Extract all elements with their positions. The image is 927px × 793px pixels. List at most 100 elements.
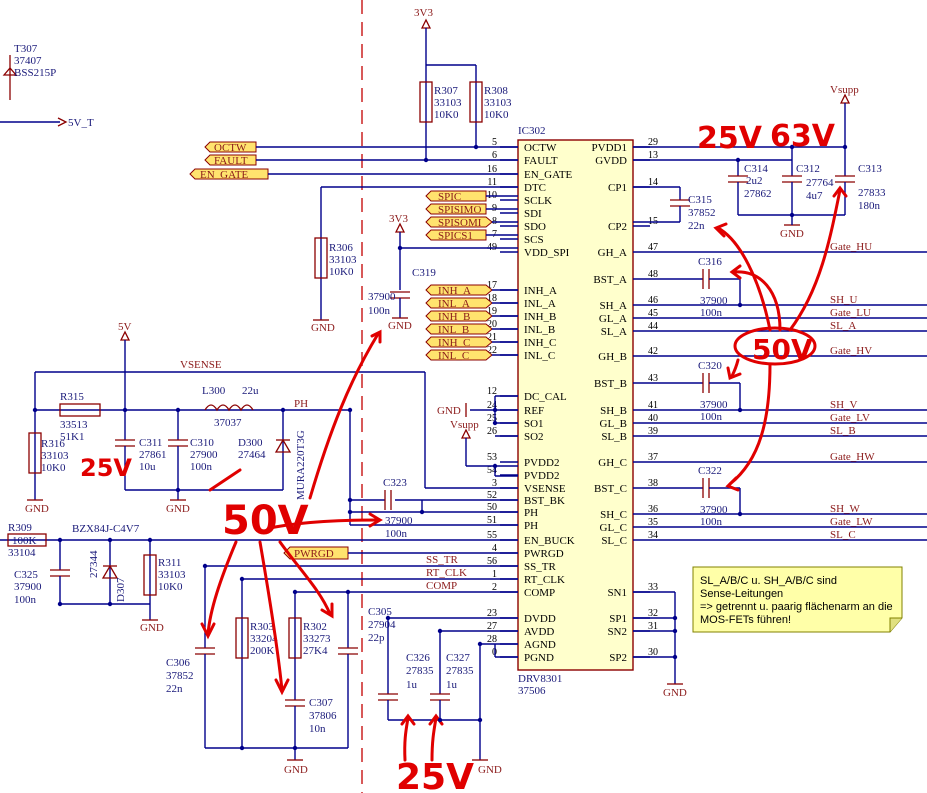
- gnd-sn: GND: [663, 683, 687, 699]
- ic-pin-name: INH_A: [524, 285, 557, 297]
- port-5v-t: 5V_T: [68, 117, 94, 129]
- svg-text:R311: R311: [158, 557, 181, 569]
- junction: [147, 537, 153, 543]
- svg-text:GND: GND: [284, 764, 308, 776]
- svg-text:5V: 5V: [118, 321, 132, 333]
- port-label: INH_A: [438, 285, 471, 297]
- svg-text:R308: R308: [484, 85, 508, 97]
- hand-50v-left: 50V: [222, 498, 309, 544]
- svg-text:R316: R316: [41, 438, 65, 450]
- svg-text:GND: GND: [663, 687, 687, 699]
- svg-text:1u: 1u: [406, 679, 418, 691]
- hand-arrow-c319: [308, 332, 380, 500]
- hand-arrow-c310: [208, 468, 242, 492]
- ic-pin-name: AVDD: [524, 626, 554, 638]
- ic-pin-number: 54: [487, 465, 497, 476]
- svg-text:33103: 33103: [329, 254, 357, 266]
- svg-text:MURA220T3G: MURA220T3G: [295, 430, 307, 500]
- svg-text:BZX84J-C4V7: BZX84J-C4V7: [72, 523, 140, 535]
- ic-pin-name: GL_A: [599, 313, 627, 325]
- svg-text:SPICS1: SPICS1: [438, 230, 473, 242]
- svg-text:27904: 27904: [368, 619, 396, 631]
- ic-pin-name: PWRGD: [524, 548, 564, 560]
- ic-pin-number: 38: [648, 478, 658, 489]
- ic-pin-name: INL_B: [524, 324, 555, 336]
- junction: [107, 601, 113, 607]
- ic-pin-number: 36: [648, 504, 658, 515]
- c311: C311: [139, 437, 162, 449]
- ic-pin-number: 5: [492, 137, 497, 148]
- ic-pin-name: COMP: [524, 587, 555, 599]
- svg-text:10K0: 10K0: [158, 581, 183, 593]
- svg-text:GND: GND: [166, 503, 190, 515]
- c320-part: 37900: [700, 399, 728, 411]
- r307: [419, 81, 433, 123]
- ic-pin-number: 6: [492, 150, 497, 161]
- junction: [32, 407, 38, 413]
- ic-pin-name: PGND: [524, 652, 554, 664]
- junction: [239, 576, 245, 582]
- c320-value: 100n: [700, 411, 723, 423]
- net-gate-lw: Gate_LW: [830, 516, 873, 528]
- junction: [423, 157, 429, 163]
- net-gate-lu: Gate_LU: [830, 307, 871, 319]
- ic-pin-name: DVDD: [524, 613, 556, 625]
- svg-text:GND: GND: [780, 228, 804, 240]
- svg-text:27764: 27764: [806, 177, 834, 189]
- ic-pin-name: BST_A: [593, 274, 627, 286]
- c327: C327: [446, 652, 470, 664]
- c323: C323: [383, 477, 407, 489]
- junction: [789, 212, 795, 218]
- c312: C312: [796, 163, 820, 175]
- net-ph: PH: [294, 398, 308, 410]
- svg-text:D307: D307: [115, 577, 127, 602]
- svg-text:R307: R307: [434, 85, 458, 97]
- junction: [437, 717, 443, 723]
- svg-text:R315: R315: [60, 391, 84, 403]
- svg-text:37806: 37806: [309, 710, 337, 722]
- junction: [345, 589, 351, 595]
- gnd-r306: GND: [311, 319, 335, 334]
- l300: [204, 404, 254, 412]
- power-3v3-top: 3V3: [414, 7, 433, 29]
- hand-63v: 63V: [770, 119, 836, 154]
- svg-text:GND: GND: [25, 503, 49, 515]
- svg-text:100n: 100n: [368, 305, 391, 317]
- svg-text:33204: 33204: [250, 633, 278, 645]
- t307-transistor: T307 37407 BSS215P: [2, 43, 56, 100]
- ic-body: [517, 139, 634, 671]
- svg-text:R303: R303: [250, 621, 274, 633]
- svg-text:27862: 27862: [744, 188, 772, 200]
- svg-text:PWRGD: PWRGD: [294, 548, 334, 560]
- c306: C306: [166, 657, 190, 669]
- svg-text:27861: 27861: [139, 449, 167, 461]
- ic-pin-number: 19: [487, 306, 497, 317]
- ic-pin-name: BST_C: [594, 483, 627, 495]
- r311: [143, 554, 157, 596]
- svg-text:10K0: 10K0: [434, 109, 459, 121]
- hand-arrow-c315: [716, 226, 772, 332]
- ic-pin-name: SDI: [524, 208, 542, 220]
- gnd-right-top: GND: [780, 224, 804, 240]
- net-sh-v: SH_V: [830, 399, 858, 411]
- hand-arrow-c320: [730, 358, 740, 378]
- junction: [492, 463, 498, 469]
- r302: [288, 617, 302, 659]
- svg-text:SPISOMI: SPISOMI: [438, 217, 482, 229]
- ic-pin-name: VSENSE: [524, 483, 566, 495]
- port-label: INH_B: [438, 311, 470, 323]
- c316-part: 37900: [700, 295, 728, 307]
- svg-text:OCTW: OCTW: [214, 142, 247, 154]
- hand-circle: [733, 326, 817, 366]
- ic-pin-name: DC_CAL: [524, 391, 567, 403]
- svg-text:Vsupp: Vsupp: [450, 419, 479, 431]
- ic-designator: DRV8301: [518, 673, 562, 685]
- svg-text:BSS215P: BSS215P: [14, 67, 56, 79]
- svg-text:27833: 27833: [858, 187, 886, 199]
- port-fault: FAULT: [204, 154, 257, 167]
- hand-arrow-c327: [430, 716, 438, 762]
- port-spics1: SPICS1: [425, 229, 487, 242]
- ic-pin-number: 24: [487, 400, 497, 411]
- r303: [235, 617, 249, 659]
